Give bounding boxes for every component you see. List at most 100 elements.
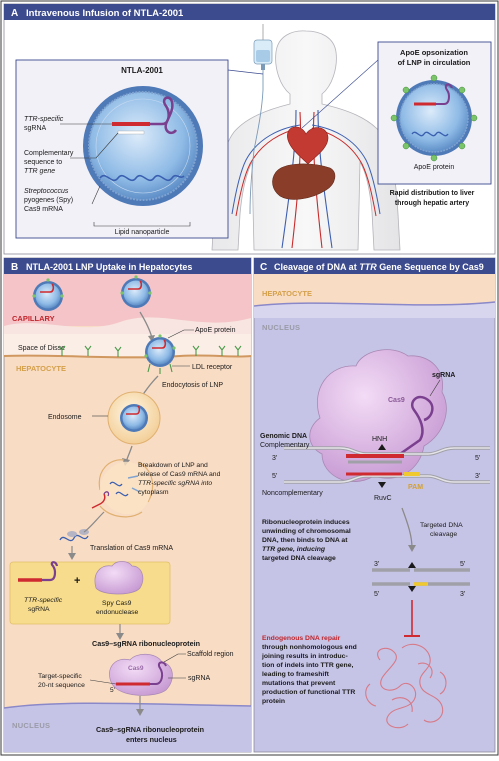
repair-2: through nonhomologous end bbox=[262, 644, 357, 651]
repair-1: Endogenous DNA repair bbox=[262, 635, 341, 642]
arm-artery-left bbox=[235, 127, 301, 217]
rapid-dist-2: through hepatic artery bbox=[395, 200, 469, 207]
arm-vein-right bbox=[311, 124, 381, 215]
liver bbox=[272, 163, 336, 200]
panel-a-letter: A bbox=[11, 8, 18, 19]
five-prime-bottom-left: 5' bbox=[272, 473, 277, 480]
space-of-disse-label: Space of Disse bbox=[18, 345, 65, 352]
lnp-body bbox=[88, 91, 198, 201]
breakdown-1: Breakdown of LNP and bbox=[138, 462, 208, 469]
target-specific-1: Target-specific bbox=[38, 673, 82, 680]
hepatocyte-label-c: HEPATOCYTE bbox=[262, 289, 312, 298]
rnp-step-5: targeted DNA cleavage bbox=[262, 555, 336, 562]
hnh-label: HNH bbox=[372, 436, 387, 443]
label-comp-2: sequence to bbox=[24, 159, 62, 166]
five-prime-top-right: 5' bbox=[475, 455, 480, 462]
cas9-label-c: Cas9 bbox=[388, 397, 405, 404]
endocytosis-label: Endocytosis of LNP bbox=[162, 382, 223, 389]
apoe-title-2: of LNP in circulation bbox=[398, 58, 471, 67]
nuclear-envelope bbox=[254, 302, 495, 318]
lnp-sgrna-scaffold bbox=[150, 96, 178, 135]
three-prime-top-left: 3' bbox=[272, 455, 277, 462]
lnp-binding bbox=[144, 334, 176, 374]
panel-c-header bbox=[254, 258, 495, 274]
apoe-protein-label-b: ApoE protein bbox=[195, 327, 236, 334]
panel-c-title: Cleavage of DNA at TTR Gene Sequence by … bbox=[274, 262, 484, 272]
space-of-disse bbox=[4, 334, 251, 356]
complementary-label: Complementary bbox=[260, 442, 310, 449]
label-lipid-nanoparticle: Lipid nanoparticle bbox=[115, 229, 170, 236]
panel-b-title: NTLA-2001 LNP Uptake in Hepatocytes bbox=[26, 262, 192, 272]
rnp-label-b: Cas9–sgRNA ribonucleoprotein bbox=[92, 639, 200, 648]
human-body bbox=[211, 30, 401, 251]
apoe-protein-label: ApoE protein bbox=[414, 164, 455, 171]
panel-a-header bbox=[4, 4, 495, 20]
hnh-cut-marker bbox=[378, 444, 386, 450]
ttr-sgrna-1: TTR-specific bbox=[24, 597, 63, 604]
sgrna-label-c: sgRNA bbox=[432, 372, 455, 379]
label-spy-2: pyogenes (Spy) bbox=[24, 197, 73, 204]
enters-nucleus-1: Cas9–sgRNA ribonucleoprotein bbox=[96, 725, 204, 734]
target-specific-2: 20-nt sequence bbox=[38, 682, 85, 689]
ldl-receptor-label: LDL receptor bbox=[192, 364, 233, 371]
label-comp-1: Complementary bbox=[24, 150, 74, 157]
free-cas9-protein bbox=[94, 561, 144, 595]
inset-connector bbox=[227, 69, 264, 75]
cleaved-three-prime-right: 3' bbox=[460, 591, 465, 598]
lnp-title: NTLA-2001 bbox=[121, 66, 163, 75]
ttr-sgrna-2: sgRNA bbox=[28, 606, 50, 613]
ruvc-label: RuvC bbox=[374, 495, 392, 502]
cleaved-dna bbox=[372, 562, 470, 592]
rnp-step-4: TTR gene, inducing bbox=[262, 546, 326, 553]
translation-label: Translation of Cas9 mRNA bbox=[90, 545, 173, 552]
rapid-dist-1: Rapid distribution to liver bbox=[390, 190, 475, 197]
plus-sign: + bbox=[74, 575, 80, 587]
repair-7: production of functional TTR bbox=[262, 689, 355, 696]
panel-b-header bbox=[4, 258, 251, 274]
genomic-dna bbox=[284, 444, 490, 488]
breakdown-4: cytoplasm bbox=[138, 489, 169, 496]
cas9-label-b: Cas9 bbox=[128, 665, 144, 672]
three-prime-bottom-right: 3' bbox=[475, 473, 480, 480]
lnp-opsonized bbox=[390, 74, 478, 162]
nucleus-region-b bbox=[4, 703, 251, 752]
label-ttr-sgrna-2: sgRNA bbox=[24, 125, 47, 132]
sgrna-c bbox=[399, 395, 434, 456]
pam-label: PAM bbox=[408, 484, 423, 491]
capillary-label: CAPILLARY bbox=[12, 314, 55, 323]
repair-4: tion of indels into TTR gene, bbox=[262, 662, 353, 669]
repair-3: joining results in introduc- bbox=[261, 653, 348, 660]
free-sgrna-scaffold bbox=[42, 561, 59, 582]
spy-cas9-1: Spy Cas9 bbox=[102, 600, 132, 607]
breakdown-3: TTR-specific sgRNA into bbox=[138, 480, 212, 487]
iv-line bbox=[249, 70, 264, 215]
panel-c: C Cleavage of DNA at TTR Gene Sequence b… bbox=[253, 257, 496, 753]
cleaved-five-prime-right: 5' bbox=[460, 561, 465, 568]
cleaved-three-prime-left: 3' bbox=[374, 561, 379, 568]
noncomplementary-label: Noncomplementary bbox=[262, 490, 323, 497]
targeted-cleavage-2: cleavage bbox=[430, 531, 457, 538]
rnp-complex-b: Cas9 bbox=[109, 653, 173, 696]
iv-infusion bbox=[249, 24, 273, 215]
repair-8: protein bbox=[262, 698, 285, 705]
sgrna-label-b: sgRNA bbox=[188, 675, 211, 682]
panel-a: A Intravenous Infusion of NTLA-2001 bbox=[3, 3, 496, 255]
scaffold-label: Scaffold region bbox=[187, 651, 234, 658]
panel-b-letter: B bbox=[11, 262, 18, 273]
nucleus-label-b: NUCLEUS bbox=[12, 721, 50, 730]
nucleus-label-c: NUCLEUS bbox=[262, 323, 300, 332]
endosome-label: Endosome bbox=[48, 414, 82, 421]
label-comp-3: TTR gene bbox=[24, 168, 55, 175]
rnp-step-3: DNA, then binds to DNA at bbox=[262, 537, 348, 544]
panel-b: B NTLA-2001 LNP Uptake in Hepatocytes CA… bbox=[3, 257, 252, 753]
repair-6: mutations that prevent bbox=[262, 680, 336, 687]
lnp-capillary-2 bbox=[120, 275, 152, 308]
targeted-cleavage-1: Targeted DNA bbox=[420, 522, 463, 529]
spy-cas9-2: endonuclease bbox=[96, 609, 139, 616]
ruvc-cut-marker bbox=[378, 482, 386, 488]
ldl-receptors-row bbox=[58, 345, 242, 357]
panel-a-title: Intravenous Infusion of NTLA-2001 bbox=[26, 8, 184, 19]
repair-5: leading to frameshift bbox=[262, 671, 330, 678]
genomic-dna-label: Genomic DNA bbox=[260, 433, 307, 440]
apoe-title-1: ApoE opsonization bbox=[400, 48, 468, 57]
